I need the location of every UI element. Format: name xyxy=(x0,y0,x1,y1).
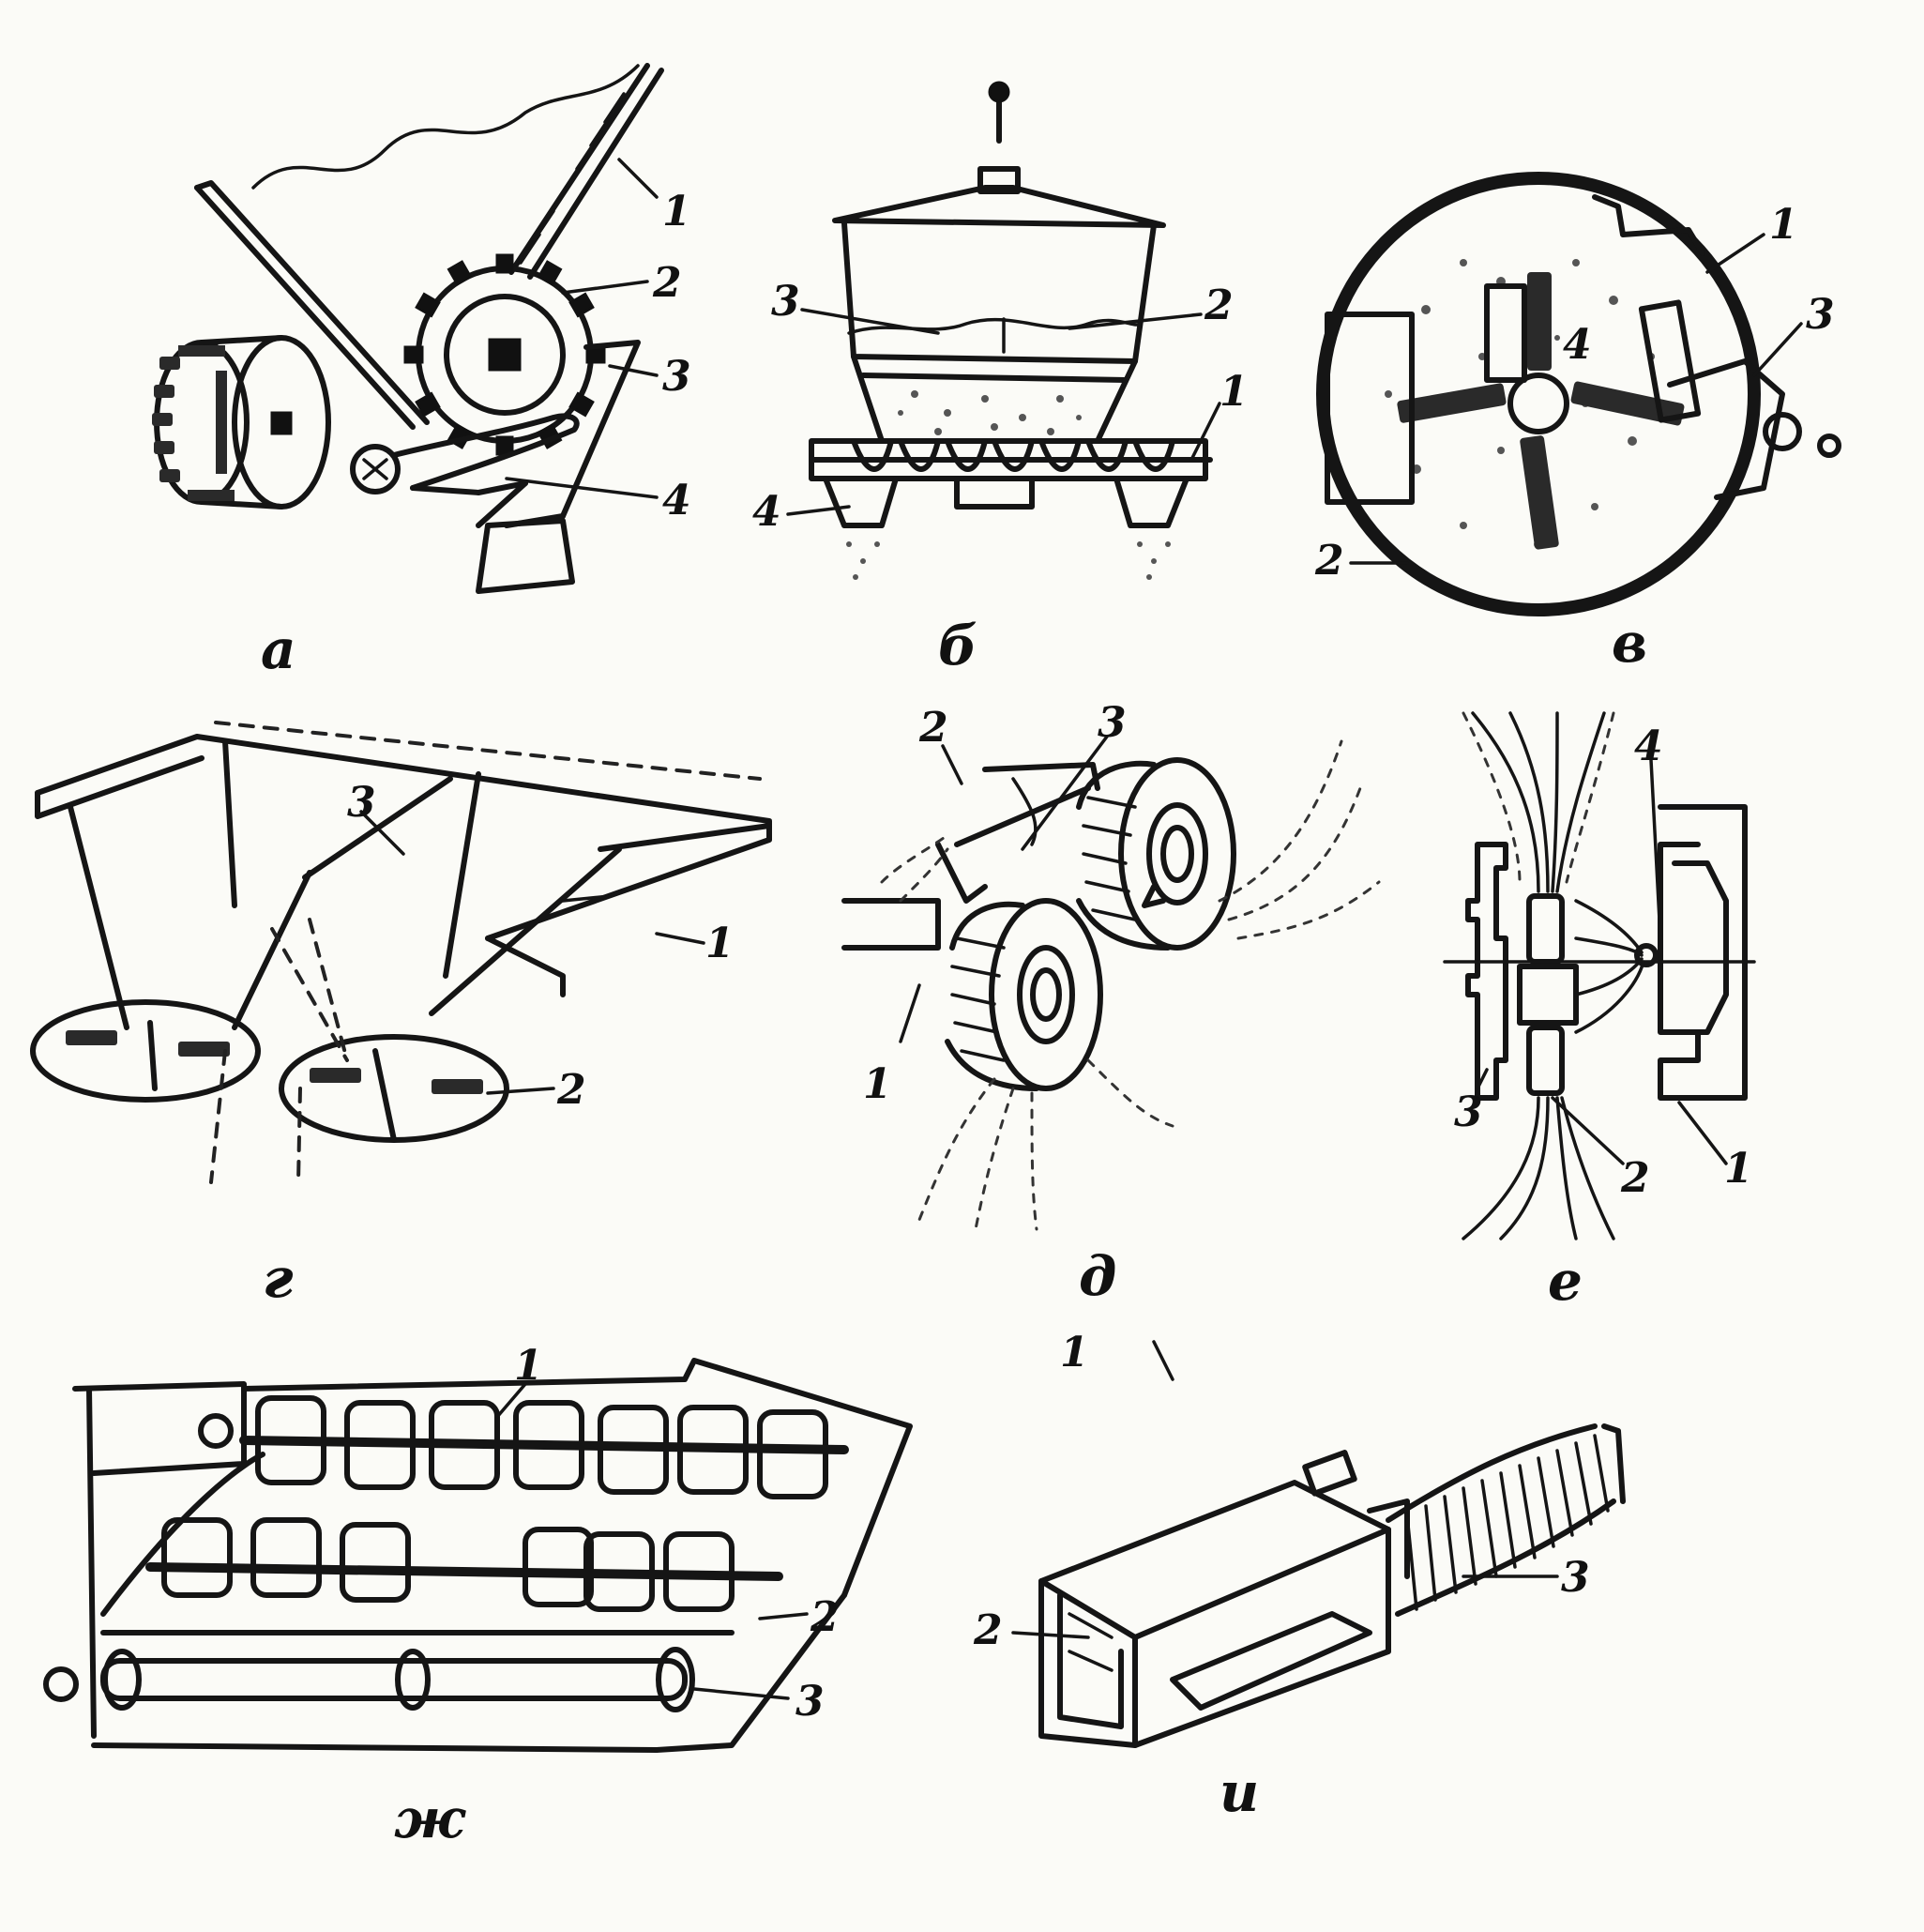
roller xyxy=(43,1647,695,1712)
panel-zh-label-3: 3 xyxy=(795,1678,825,1726)
panel-e-caption: е xyxy=(1548,1249,1583,1313)
panel-a-label-3: 3 xyxy=(662,353,691,401)
panel-i-label-1: 1 xyxy=(1060,1329,1089,1377)
panel-a-caption: а xyxy=(261,617,296,681)
panel-i-label-3: 3 xyxy=(1561,1554,1590,1602)
panel-d-caption: д xyxy=(1079,1244,1116,1308)
panel-d-label-3: 3 xyxy=(1098,699,1127,747)
panel-b-label-1: 1 xyxy=(1220,368,1249,416)
panel-v-label-4: 4 xyxy=(1563,321,1592,369)
panel-b-label-4: 4 xyxy=(752,488,781,536)
panel-d-label-1: 1 xyxy=(863,1060,892,1108)
panel-zh-caption: ж xyxy=(394,1787,466,1850)
panel-zh-drawing: 1 2 3 ж xyxy=(43,1342,913,1850)
panel-g-label-2: 2 xyxy=(556,1066,586,1114)
panel-b-label-2: 2 xyxy=(1204,281,1234,329)
panel-d-drawing: 2 3 1 д xyxy=(841,699,1381,1308)
panel-v-drawing: 1 3 4 2 в xyxy=(1314,172,1841,675)
panel-b-drawing: 3 2 1 4 б xyxy=(752,81,1249,677)
panel-b-caption: б xyxy=(938,614,977,677)
panel-g-label-1: 1 xyxy=(705,920,735,967)
panel-zh-label-2: 2 xyxy=(810,1593,840,1641)
panel-e-label-4: 4 xyxy=(1634,723,1663,770)
panel-a-label-1: 1 xyxy=(662,188,691,236)
panel-a-label-4: 4 xyxy=(662,477,691,525)
panel-i-drawing: 1 2 3 и xyxy=(973,1329,1626,1824)
panel-a-label-2: 2 xyxy=(652,259,682,307)
panel-v-label-1: 1 xyxy=(1769,201,1798,249)
panel-v-label-2: 2 xyxy=(1314,537,1344,585)
panel-e-label-2: 2 xyxy=(1620,1154,1650,1202)
panel-e-label-1: 1 xyxy=(1724,1145,1753,1193)
panel-i-caption: и xyxy=(1220,1760,1259,1824)
panel-g-caption: г xyxy=(263,1246,294,1310)
panel-a-drawing: 1 2 3 4 а xyxy=(152,63,691,681)
panel-i-label-2: 2 xyxy=(973,1606,1003,1654)
upper-sprocket-row xyxy=(239,1395,849,1499)
panel-e-drawing: 4 3 2 1 е xyxy=(1443,711,1756,1313)
panel-v-label-3: 3 xyxy=(1806,291,1835,339)
panel-d-label-2: 2 xyxy=(918,704,948,752)
panel-e-label-3: 3 xyxy=(1454,1088,1483,1136)
panel-v-caption: в xyxy=(1612,611,1647,675)
panel-g-label-3: 3 xyxy=(347,779,376,827)
panel-b-label-3: 3 xyxy=(771,278,800,326)
panel-zh-label-1: 1 xyxy=(514,1342,543,1390)
lower-sprocket-row xyxy=(145,1517,783,1612)
panel-g-drawing: 3 1 2 г xyxy=(30,721,772,1310)
